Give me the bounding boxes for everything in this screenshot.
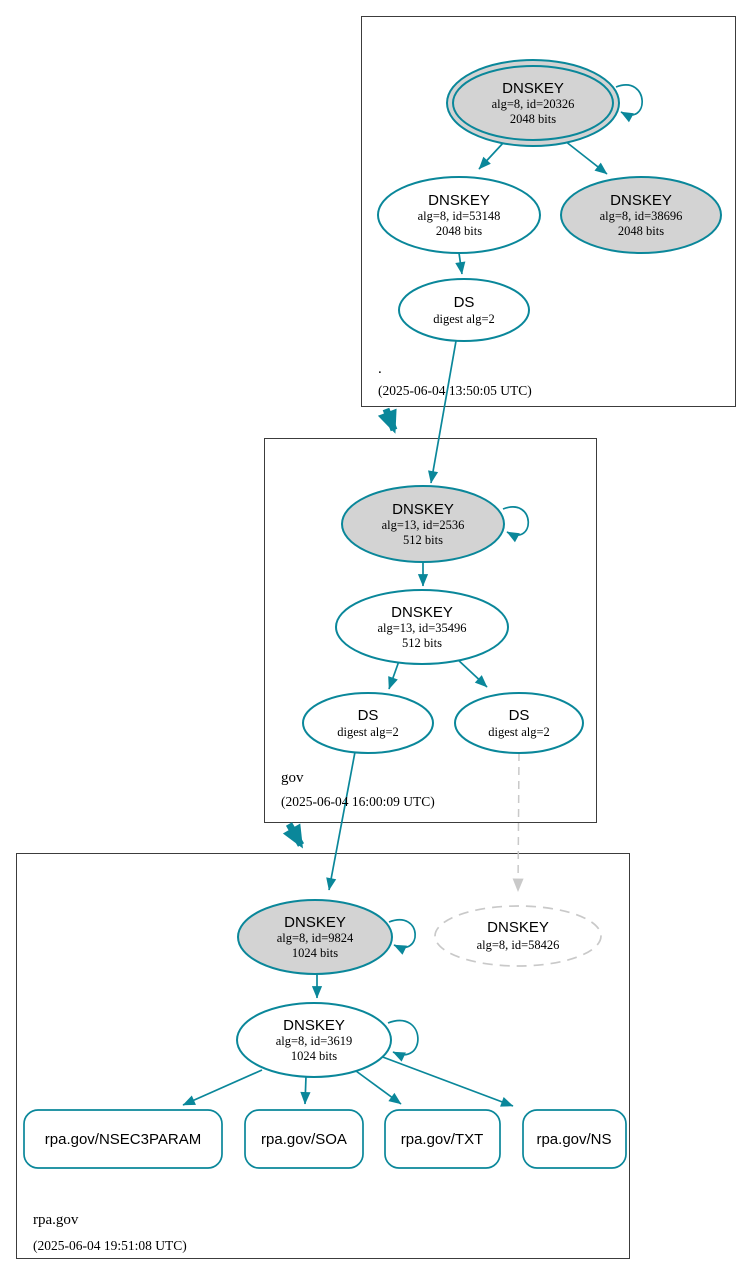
- rrset-label: rpa.gov/NS: [536, 1131, 611, 1148]
- node-detail: digest alg=2: [488, 725, 550, 739]
- node-bits: 2048 bits: [510, 112, 556, 126]
- edge-root-ds-to-gov-ksk: [428, 340, 457, 484]
- rrset-label: rpa.gov/NSEC3PARAM: [45, 1131, 201, 1148]
- edge-root-ksk-self-loop: [615, 84, 643, 123]
- edge-rpa-zsk-self-loop: [387, 1019, 419, 1062]
- edge-root-zsk-to-ds: [455, 252, 466, 275]
- rrset-label: rpa.gov/SOA: [261, 1131, 347, 1148]
- edge-rpa-zsk-to-nsec3param: [182, 1069, 263, 1106]
- edge-root-ksk-to-standby-key: [564, 140, 608, 175]
- node-detail: alg=8, id=20326: [492, 97, 575, 111]
- node-bits: 2048 bits: [618, 224, 664, 238]
- node-title: DNSKEY: [391, 604, 453, 621]
- zone-rpa-gov: DNSKEY alg=8, id=9824 1024 bits DNSKEY a…: [23, 899, 627, 1253]
- gov-ds-node-1: DS digest alg=2: [302, 692, 434, 754]
- root-zsk-dnskey-node: DNSKEY alg=8, id=53148 2048 bits: [377, 176, 541, 254]
- node-title: DS: [358, 707, 379, 724]
- node-title: DS: [454, 294, 475, 311]
- zone-label-gov: gov: [281, 770, 304, 786]
- edge-gov-ds-to-rpa-ksk: [326, 751, 356, 891]
- gov-ksk-dnskey-node: DNSKEY alg=13, id=2536 512 bits: [341, 485, 505, 563]
- delegation-arrow-root-to-gov: [377, 407, 398, 434]
- rrset-nsec3param: rpa.gov/NSEC3PARAM: [23, 1109, 223, 1169]
- rrset-label: rpa.gov/TXT: [401, 1131, 484, 1148]
- zone-root: DNSKEY alg=8, id=20326 2048 bits DNSKEY …: [377, 59, 722, 484]
- gov-ds-node-2: DS digest alg=2: [454, 692, 584, 754]
- node-detail: alg=8, id=3619: [276, 1034, 353, 1048]
- node-bits: 2048 bits: [436, 224, 482, 238]
- edge-root-ksk-to-zsk: [478, 141, 505, 170]
- zone-label-root: .: [378, 361, 382, 377]
- node-detail: digest alg=2: [433, 312, 495, 326]
- edge-gov-ksk-self-loop: [502, 506, 530, 543]
- node-title: DNSKEY: [610, 192, 672, 209]
- node-title: DNSKEY: [392, 501, 454, 518]
- edge-gov-zsk-to-ds-1: [388, 660, 400, 690]
- rpa-zsk-dnskey-node: DNSKEY alg=8, id=3619 1024 bits: [236, 1002, 392, 1078]
- node-title: DS: [509, 707, 530, 724]
- edge-rpa-zsk-to-txt: [355, 1070, 402, 1105]
- rpa-ksk-dnskey-node: DNSKEY alg=8, id=9824 1024 bits: [237, 899, 393, 975]
- node-detail: alg=13, id=35496: [377, 621, 466, 635]
- rrset-ns: rpa.gov/NS: [522, 1109, 627, 1169]
- delegation-arrow-gov-to-rpa-gov: [282, 822, 305, 849]
- zone-timestamp-root: (2025-06-04 13:50:05 UTC): [378, 383, 532, 398]
- node-bits: 1024 bits: [292, 946, 338, 960]
- edge-rpa-zsk-to-ns: [379, 1055, 514, 1107]
- node-bits: 512 bits: [402, 636, 442, 650]
- root-ds-node: DS digest alg=2: [398, 278, 530, 342]
- edge-rpa-ksk-self-loop: [388, 919, 416, 955]
- node-detail: digest alg=2: [337, 725, 399, 739]
- node-detail: alg=8, id=58426: [477, 938, 560, 952]
- node-title: DNSKEY: [283, 1017, 345, 1034]
- node-title: DNSKEY: [284, 914, 346, 931]
- root-standby-dnskey-node: DNSKEY alg=8, id=38696 2048 bits: [560, 176, 722, 254]
- root-ksk-dnskey-node: DNSKEY alg=8, id=20326 2048 bits: [446, 59, 620, 147]
- node-detail: alg=8, id=38696: [600, 209, 683, 223]
- node-bits: 1024 bits: [291, 1049, 337, 1063]
- rrset-soa: rpa.gov/SOA: [244, 1109, 364, 1169]
- zone-label-rpa-gov: rpa.gov: [33, 1212, 79, 1228]
- node-detail: alg=8, id=53148: [418, 209, 501, 223]
- node-bits: 512 bits: [403, 533, 443, 547]
- zone-timestamp-rpa-gov: (2025-06-04 19:51:08 UTC): [33, 1238, 187, 1253]
- edge-rpa-zsk-to-soa: [300, 1075, 311, 1105]
- node-detail: alg=13, id=2536: [382, 518, 465, 532]
- rpa-ghost-dnskey-node: DNSKEY alg=8, id=58426: [434, 905, 602, 967]
- zone-timestamp-gov: (2025-06-04 16:00:09 UTC): [281, 794, 435, 809]
- edge-gov-ds-to-ghost-dnskey: [512, 752, 524, 892]
- edge-gov-zsk-to-ds-2: [455, 657, 488, 688]
- node-title: DNSKEY: [502, 80, 564, 97]
- node-detail: alg=8, id=9824: [277, 931, 354, 945]
- zone-gov: DNSKEY alg=13, id=2536 512 bits DNSKEY a…: [281, 485, 584, 892]
- node-title: DNSKEY: [487, 919, 549, 936]
- node-title: DNSKEY: [428, 192, 490, 209]
- rrset-txt: rpa.gov/TXT: [384, 1109, 501, 1169]
- gov-zsk-dnskey-node: DNSKEY alg=13, id=35496 512 bits: [335, 589, 509, 665]
